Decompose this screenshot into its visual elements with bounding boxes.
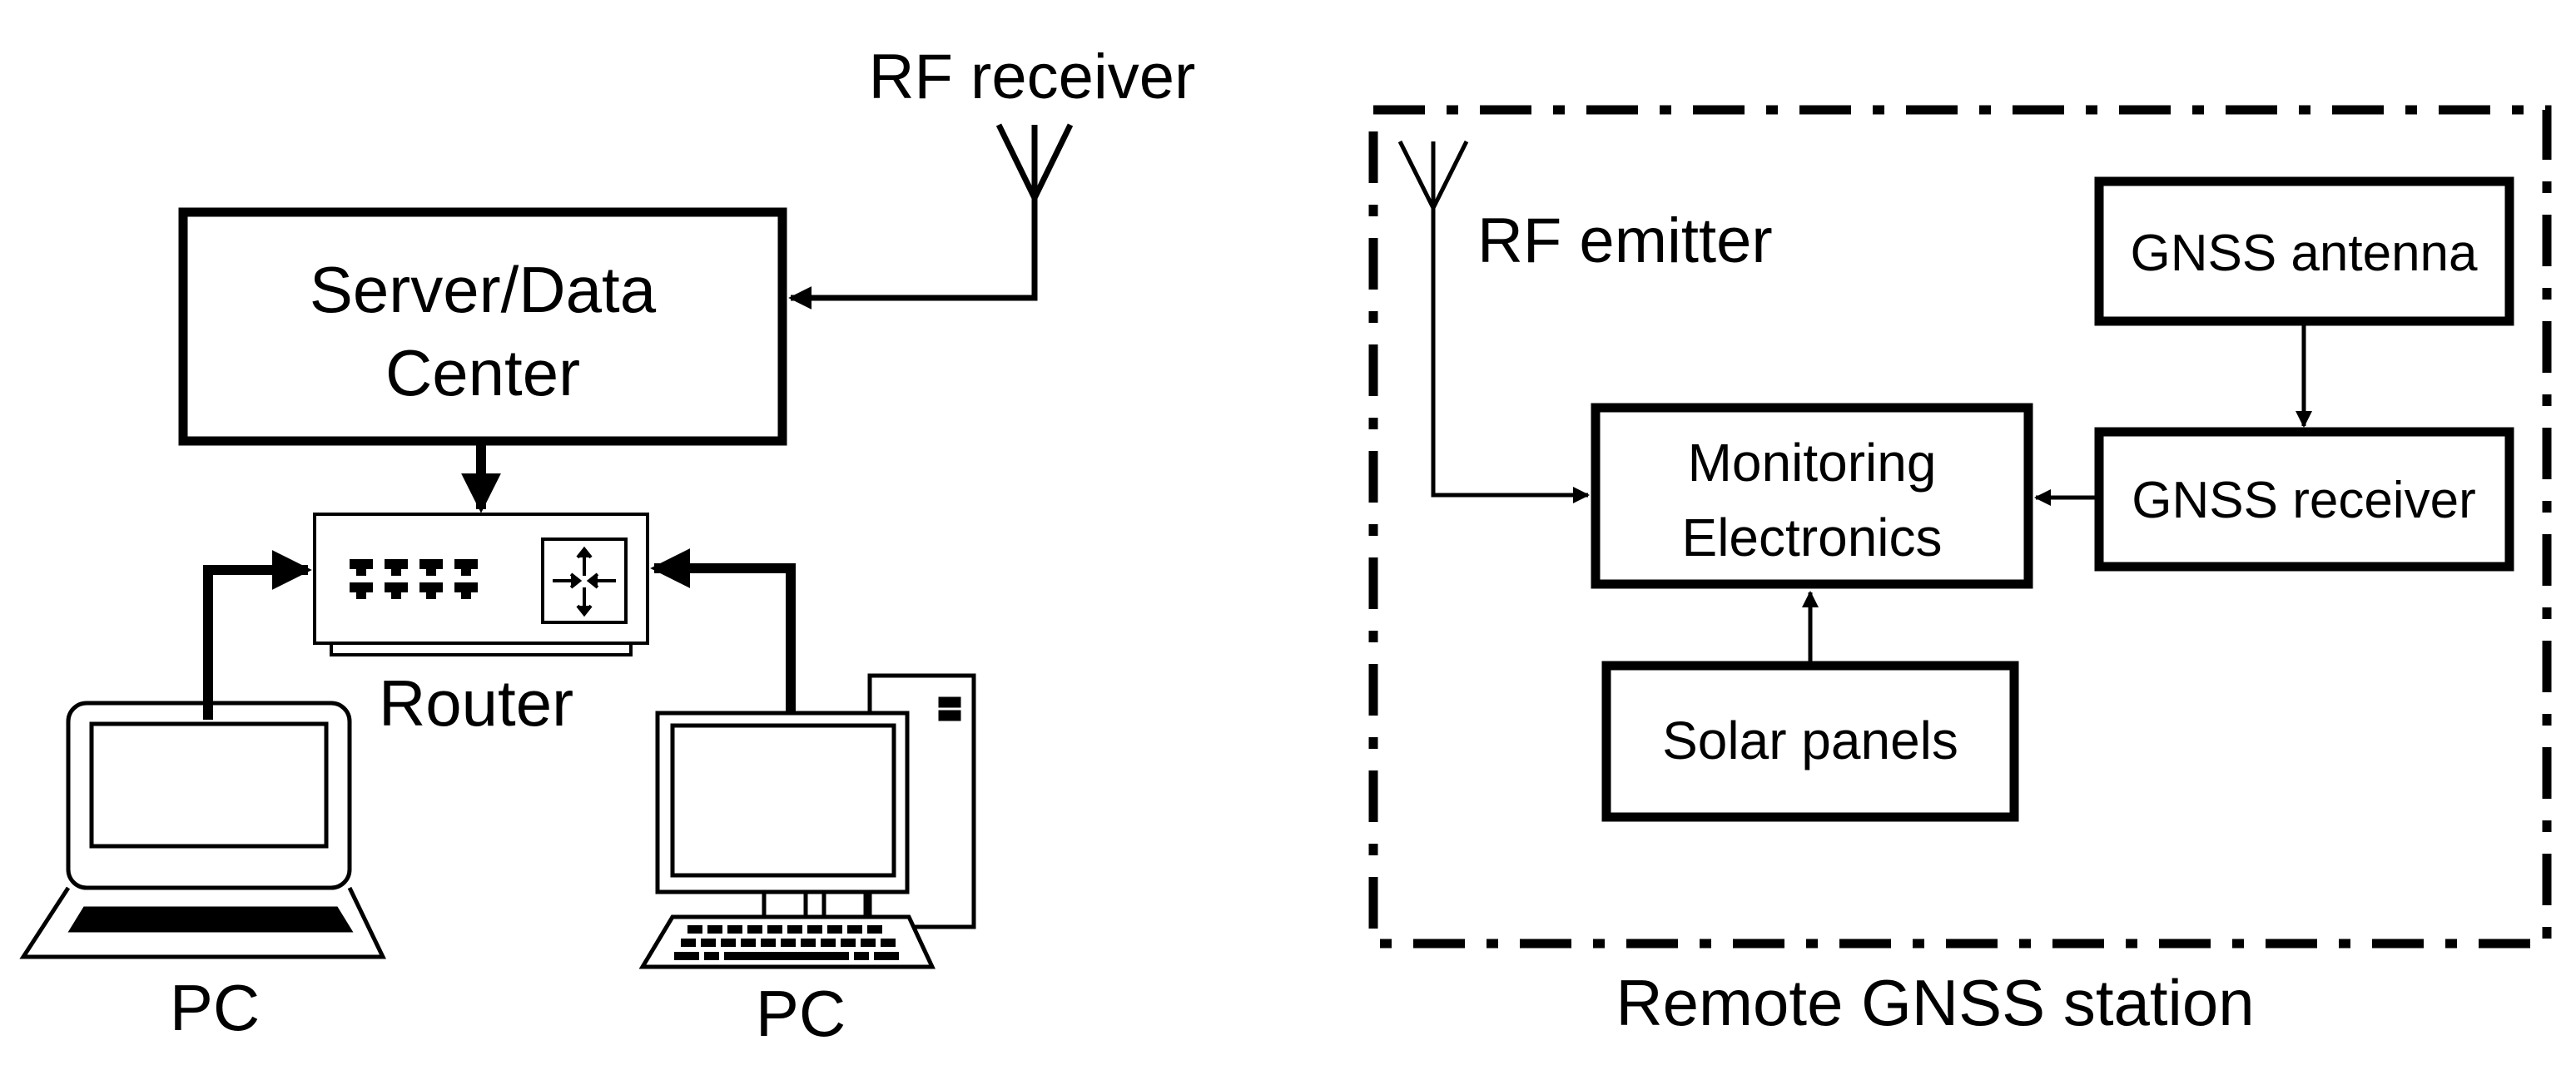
monitoring-electronics-box: Monitoring Electronics (1591, 403, 2033, 589)
monitoring-label-line2: Electronics (1682, 508, 1943, 567)
gnss-antenna-label: GNSS antenna (2130, 225, 2478, 282)
gnss-antenna-box: GNSS antenna (2094, 176, 2514, 326)
monitoring-label-line1: Monitoring (1688, 433, 1937, 493)
server-label-line1: Server/Data (310, 253, 657, 326)
gnss-receiver-box: GNSS receiver (2094, 427, 2514, 572)
remote-station-boundary (1368, 105, 2552, 949)
antenna-icon (1397, 140, 1469, 213)
pc-desktop-label: PC (756, 977, 846, 1050)
router-switch-symbol (541, 538, 628, 624)
router-ports (350, 559, 478, 599)
desktop-to-router-connector (650, 548, 796, 711)
antenna-icon (995, 123, 1074, 205)
keyboard-keys (674, 925, 899, 960)
gnss-receiver-label: GNSS receiver (2132, 472, 2475, 529)
laptop-icon (19, 701, 386, 959)
remote-station-caption: Remote GNSS station (1616, 966, 2254, 1039)
laptop-to-router-connector (203, 550, 312, 720)
rf-receiver-to-server-connector (788, 198, 1038, 310)
solar-panels-label: Solar panels (1662, 711, 1958, 770)
pc-laptop-label: PC (170, 971, 260, 1044)
desktop-pc-icon (638, 673, 976, 969)
rf-receiver-label: RF receiver (869, 42, 1196, 112)
router-label: Router (379, 666, 573, 740)
server-data-center-box: Server/Data Center (178, 207, 787, 446)
rf-emitter-label: RF emitter (1477, 206, 1773, 276)
rf-emitter-to-monitoring-connector (1431, 208, 1590, 503)
server-label-line2: Center (385, 336, 580, 409)
router-icon (313, 513, 649, 656)
solar-panels-box: Solar panels (1601, 661, 2019, 822)
